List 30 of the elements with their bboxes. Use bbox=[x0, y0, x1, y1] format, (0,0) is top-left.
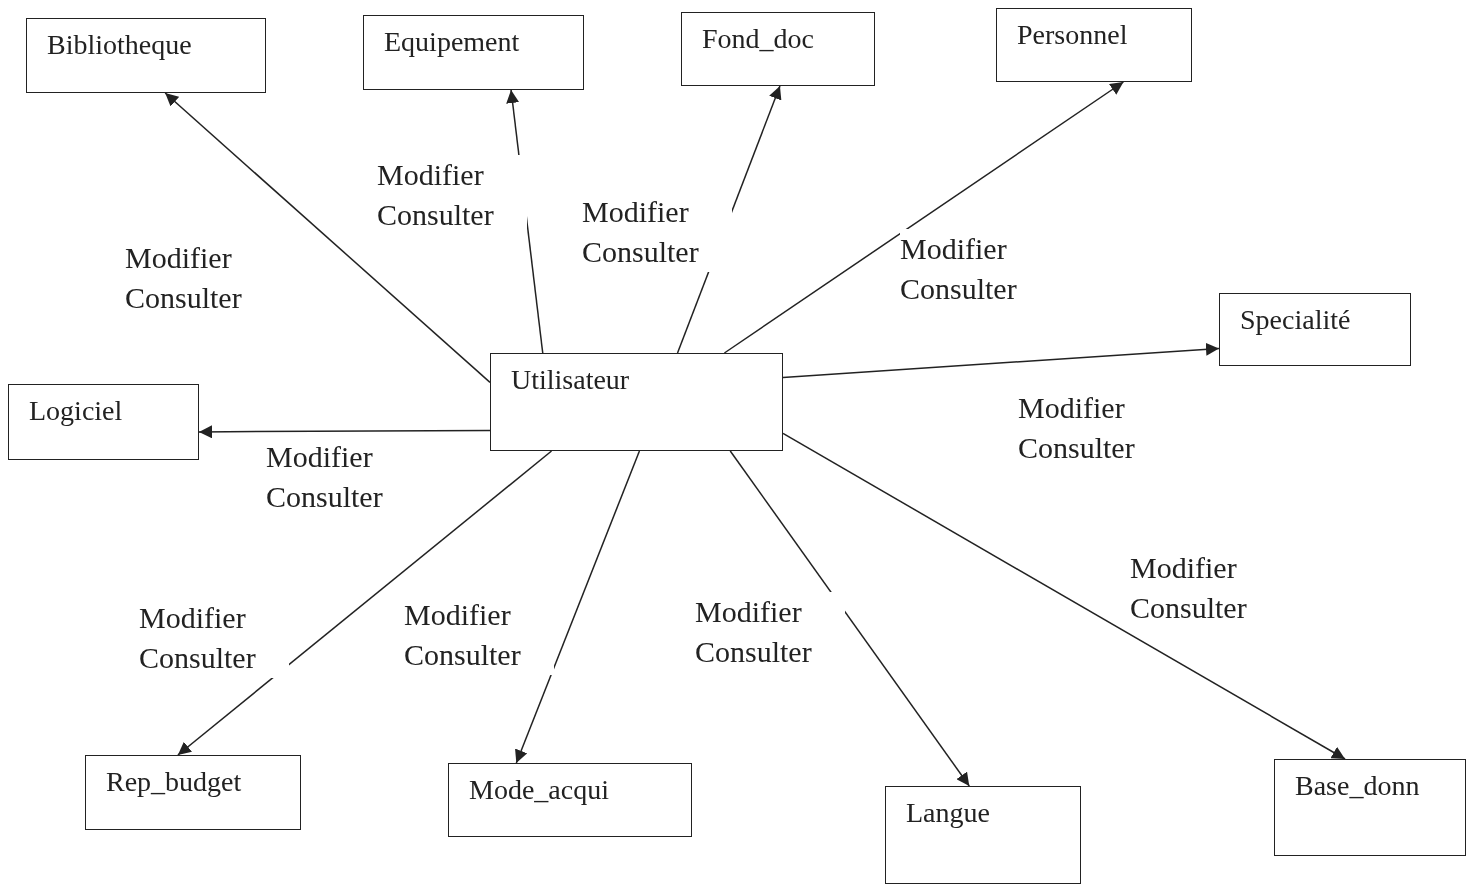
entity-name: Personnel bbox=[1017, 19, 1128, 51]
entity-name: Utilisateur bbox=[511, 364, 630, 396]
arrow bbox=[782, 432, 1346, 760]
arrow bbox=[723, 81, 1125, 354]
entity-box bbox=[85, 755, 301, 830]
arrow bbox=[198, 425, 491, 439]
entity-box bbox=[363, 15, 584, 90]
arrow bbox=[515, 450, 641, 764]
entity-box bbox=[1219, 293, 1411, 366]
entity-name: Specialité bbox=[1240, 304, 1351, 336]
entity-name: Mode_acqui bbox=[469, 774, 609, 806]
entity-box bbox=[996, 8, 1192, 82]
entity-name: Langue bbox=[906, 797, 990, 829]
entity-box bbox=[885, 786, 1081, 884]
entity-name: Rep_budget bbox=[106, 766, 242, 798]
entity-name: Logiciel bbox=[29, 395, 123, 427]
entity-box bbox=[8, 384, 199, 460]
entity-name: Equipement bbox=[384, 26, 520, 58]
arrow bbox=[164, 92, 491, 384]
entity-box bbox=[26, 18, 266, 93]
entity-box bbox=[490, 353, 783, 451]
arrow bbox=[782, 342, 1220, 379]
entity-name: Fond_doc bbox=[702, 23, 814, 55]
entity-box bbox=[1274, 759, 1466, 856]
entity-name: Bibliotheque bbox=[47, 29, 192, 61]
entity-name: Base_donn bbox=[1295, 770, 1420, 802]
arrow bbox=[729, 450, 971, 787]
arrow bbox=[177, 450, 553, 756]
entity-box bbox=[448, 763, 692, 837]
entity-box bbox=[681, 12, 875, 86]
